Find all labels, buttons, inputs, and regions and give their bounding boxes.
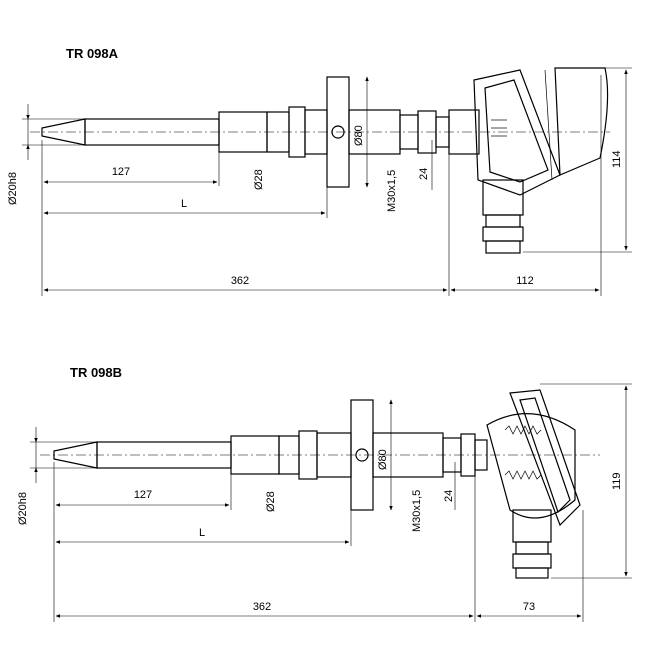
drawing-a-title: TR 098A xyxy=(66,46,119,61)
drawing-a-dim-112: 112 xyxy=(516,275,534,287)
drawing-a-dim-m30: M30x1,5 xyxy=(386,170,398,212)
drawing-a-dim-d20: Ø20h8 xyxy=(7,172,19,205)
drawing-a-dim-d80: Ø80 xyxy=(353,125,365,146)
drawing-a-dim-l: L xyxy=(181,198,187,210)
drawing-a-flange-hole xyxy=(331,125,345,139)
drawing-b-dim-362: 362 xyxy=(253,601,271,613)
drawing-b-dimensions: Ø20h8 127 L 362 73 119 Ø28 xyxy=(17,383,632,622)
drawing-b-dim-m30: M30x1,5 xyxy=(411,490,423,532)
drawing-b-flange-hole xyxy=(355,448,369,462)
drawing-b-dim-73: 73 xyxy=(523,601,535,613)
drawing-b-head xyxy=(486,389,581,579)
drawing-b-dim-d28: Ø28 xyxy=(265,491,277,512)
drawing-a-dimensions: Ø20h8 127 L 362 112 114 Ø xyxy=(7,67,632,296)
drawing-b-title: TR 098B xyxy=(70,365,122,380)
drawing-a-dim-d28: Ø28 xyxy=(253,169,265,190)
drawing-a-head xyxy=(473,67,609,254)
drawing-a-dim-24: 24 xyxy=(418,168,430,180)
drawing-b-dim-24: 24 xyxy=(443,490,455,502)
drawing-b-dim-d80: Ø80 xyxy=(377,449,389,470)
drawing-tr098b: TR 098B xyxy=(17,365,632,622)
drawing-a-dim-362: 362 xyxy=(231,275,249,287)
drawing-tr098a: TR 098A xyxy=(7,46,632,296)
drawing-a-dim-114: 114 xyxy=(611,150,623,168)
drawing-b-dim-127: 127 xyxy=(134,489,152,501)
drawing-a-dim-127: 127 xyxy=(112,166,130,178)
drawing-b-dim-l: L xyxy=(199,527,205,539)
drawing-b-dim-119: 119 xyxy=(611,472,623,490)
drawing-b-dim-d20: Ø20h8 xyxy=(17,492,29,525)
